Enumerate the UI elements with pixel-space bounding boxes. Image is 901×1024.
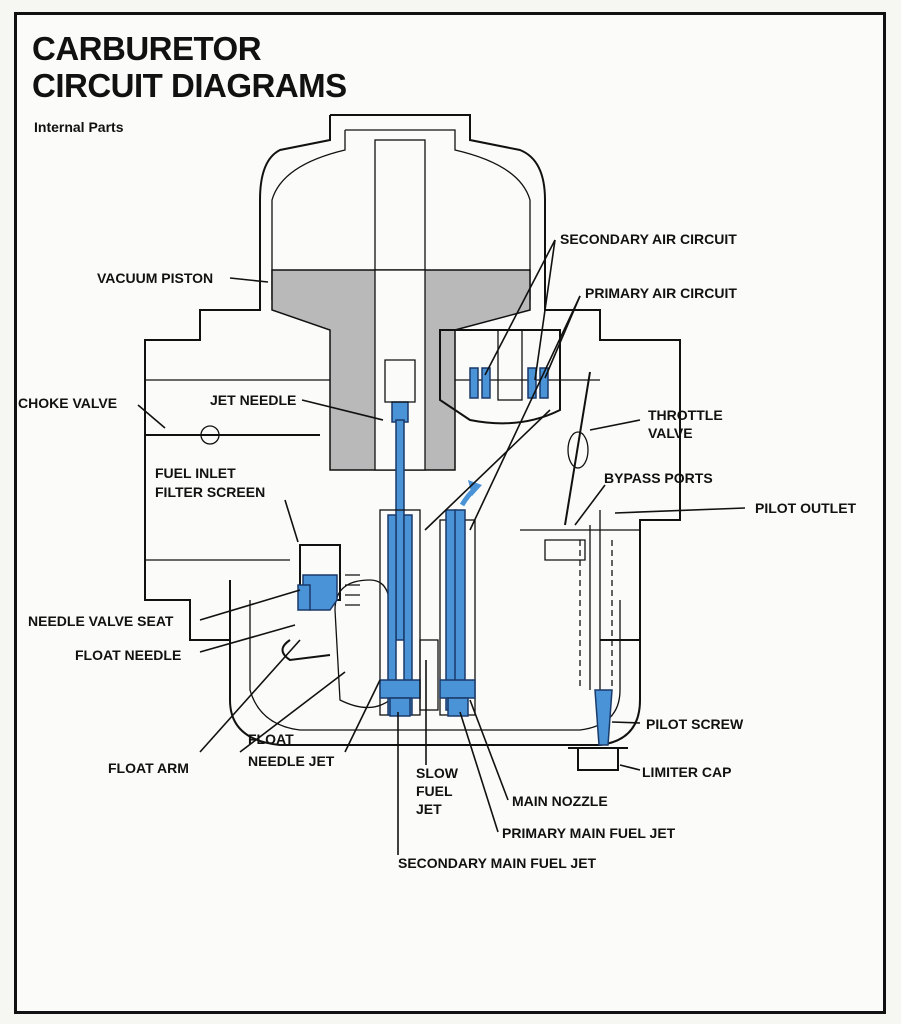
page-title: CARBURETOR CIRCUIT DIAGRAMS	[32, 30, 347, 104]
label-float-2: NEEDLE JET	[248, 753, 335, 769]
label-float-arm: FLOAT ARM	[108, 760, 189, 776]
label-secondary-air-circuit: SECONDARY AIR CIRCUIT	[560, 231, 737, 247]
label-limiter-cap: LIMITER CAP	[642, 764, 731, 780]
title-line-1: CARBURETOR	[32, 30, 262, 67]
label-secondary-main-fuel-jet: SECONDARY MAIN FUEL JET	[398, 855, 597, 871]
label-primary-main-fuel-jet: PRIMARY MAIN FUEL JET	[502, 825, 676, 841]
label-jet-needle: JET NEEDLE	[210, 392, 296, 408]
label-slow-fuel-3: JET	[416, 801, 442, 817]
carburetor-body	[144, 114, 681, 771]
title-line-2: CIRCUIT DIAGRAMS	[32, 67, 347, 104]
part-labels: SECONDARY AIR CIRCUIT PRIMARY AIR CIRCUI…	[18, 231, 857, 871]
label-vacuum-piston: VACUUM PISTON	[97, 270, 213, 286]
page-subtitle: Internal Parts	[34, 119, 124, 135]
label-fuel-inlet-1: FUEL INLET	[155, 465, 236, 481]
label-pilot-outlet: PILOT OUTLET	[755, 500, 857, 516]
label-throttle-valve-1: THROTTLE	[648, 407, 723, 423]
label-pilot-screw: PILOT SCREW	[646, 716, 744, 732]
label-fuel-inlet-2: FILTER SCREEN	[155, 484, 265, 500]
label-choke-valve: CHOKE VALVE	[18, 395, 117, 411]
label-main-nozzle: MAIN NOZZLE	[512, 793, 608, 809]
label-throttle-valve-2: VALVE	[648, 425, 693, 441]
label-slow-fuel-1: SLOW	[416, 765, 459, 781]
label-float-1: FLOAT	[248, 731, 294, 747]
label-slow-fuel-2: FUEL	[416, 783, 453, 799]
label-primary-air-circuit: PRIMARY AIR CIRCUIT	[585, 285, 737, 301]
label-bypass-ports: BYPASS PORTS	[604, 470, 713, 486]
label-float-needle: FLOAT NEEDLE	[75, 647, 181, 663]
label-needle-valve-seat: NEEDLE VALVE SEAT	[28, 613, 174, 629]
leader-lines	[137, 239, 746, 855]
